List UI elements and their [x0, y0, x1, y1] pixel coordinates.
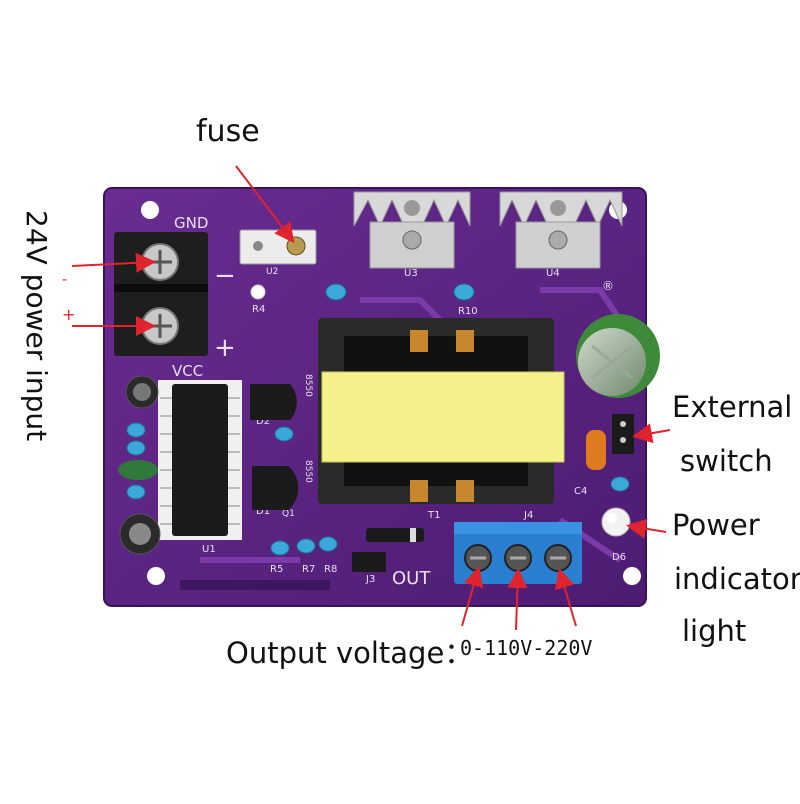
film-capacitor	[118, 460, 158, 480]
svg-text:®: ®	[602, 279, 614, 293]
jumper-j3	[352, 552, 386, 572]
svg-text:R4: R4	[252, 304, 265, 315]
svg-text:8550: 8550	[303, 460, 313, 483]
mounting-hole	[623, 567, 641, 585]
output-terminal	[454, 522, 582, 584]
external-switch-header	[612, 414, 634, 454]
small-capacitor	[119, 375, 161, 555]
annotation-arrows	[71, 165, 671, 631]
power-input-label: 24V power input	[20, 210, 53, 442]
minus-sign: -	[62, 272, 67, 288]
silk-plus: +	[214, 333, 236, 363]
svg-text:U1: U1	[202, 544, 216, 555]
svg-text:R5: R5	[270, 564, 283, 575]
silk-gnd: GND	[174, 214, 208, 232]
svg-text:C4: C4	[574, 486, 587, 497]
heatsink-u3	[353, 191, 471, 269]
diode	[366, 528, 424, 542]
external-switch-label-2: switch	[680, 444, 773, 478]
plus-sign: +	[62, 305, 75, 324]
svg-text:R7: R7	[302, 564, 315, 575]
svg-text:D1: D1	[256, 506, 270, 517]
power-indicator-label-2: indicator	[674, 562, 800, 596]
external-switch-label-1: External	[672, 390, 793, 424]
svg-text:D6: D6	[612, 552, 626, 563]
power-indicator-label-3: light	[682, 614, 747, 648]
svg-text:R8: R8	[324, 564, 337, 575]
svg-text:U3: U3	[404, 268, 418, 279]
transformer-t1	[318, 318, 565, 504]
mounting-hole	[147, 567, 165, 585]
svg-text:R10: R10	[458, 306, 478, 317]
svg-text:D2: D2	[256, 416, 270, 427]
svg-text:Q1: Q1	[282, 509, 295, 519]
silk-out: OUT	[392, 568, 431, 589]
large-capacitor	[576, 314, 660, 398]
svg-text:U4: U4	[546, 268, 560, 279]
power-indicator-led	[601, 507, 631, 537]
power-input-terminal	[114, 232, 208, 356]
silk-vcc: VCC	[172, 362, 203, 380]
fuse-holder	[239, 229, 317, 265]
ic-u1	[158, 380, 242, 540]
svg-text:J3: J3	[365, 574, 375, 585]
fuse-label: fuse	[196, 114, 260, 149]
svg-text:T1: T1	[427, 510, 440, 521]
svg-text:J4: J4	[523, 510, 533, 521]
svg-text:U2: U2	[266, 267, 278, 277]
heatsink-u4	[499, 191, 623, 269]
power-indicator-label-1: Power	[672, 508, 760, 542]
svg-text:8550: 8550	[303, 374, 313, 397]
output-voltage-label: Output voltage：	[226, 636, 474, 670]
ceramic-capacitor	[586, 430, 606, 470]
transistors	[250, 384, 299, 510]
silk-minus: −	[214, 261, 236, 291]
resistors	[126, 283, 630, 556]
mounting-hole	[141, 201, 159, 219]
output-voltage-values: 0-110V-220V	[460, 636, 593, 660]
